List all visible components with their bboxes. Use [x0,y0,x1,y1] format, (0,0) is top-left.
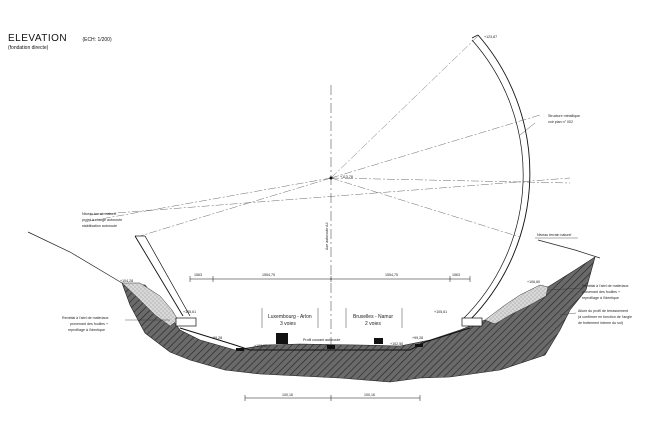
remblai-right-3: reprofilage à l'identique [582,296,619,300]
construction-lines [83,35,571,238]
span-right: 1554,75 [385,273,398,277]
direction-left-line2: 3 voies [280,321,296,327]
arch-inner [144,39,524,321]
level-left-label-2: projet à charge autoroute [82,218,122,222]
drawing-title: ELEVATION (ECH: 1/200) [8,33,112,44]
level-right-label: Niveau terrain naturel [537,233,572,237]
level-left-label-3: stabilisation autoroute [82,224,117,228]
barrier-right [415,344,423,347]
allure-1: Allure du profil de terrassement [578,309,628,313]
level-right: +106,60 [527,280,540,284]
drawing-subtitle: (fondation directe) [8,45,49,51]
level-mid-right: +102,50 [390,342,403,346]
remblai-left-3: reprofilage à l'identique [68,328,105,332]
central-reserve [327,345,335,349]
remblai-left-1: Remblai à l'abri de matériaux [62,316,109,320]
level-left-base: +105,61 [183,310,196,314]
axis-label: Axe autoroute A4 [325,222,329,250]
structure-label-1: Structure métallique [548,114,580,118]
footing-left [175,317,197,327]
barrier-left [236,348,244,351]
scale-text: (ECH: 1/200) [82,37,112,43]
terrain-left [27,231,123,284]
direction-right-line1: Bruxelles - Namur [353,314,393,320]
truck-icon [276,333,288,344]
dim-segment-left: 1563 [194,273,202,277]
title-text: ELEVATION [8,33,68,44]
arch-outer [134,34,531,321]
car-icon [374,338,383,344]
dim-segment-right: 1563 [452,273,460,277]
level-road-left: +99,28 [211,336,222,340]
footing-right [461,317,483,327]
level-mid-left: +102,50 [254,344,267,348]
level-road-right: +99,28 [412,336,423,340]
remblai-left-2: provenant des fouilles + [70,322,108,326]
base-left: 100,16 [282,393,293,397]
allure-3: de frottement interne du sol) [578,321,623,325]
direction-right-line2: 2 voies [365,321,381,327]
level-left: +104,28 [120,279,133,283]
direction-left-line1: Luxembourg - Arlon [268,314,312,320]
allure-2: (à confirmer en fonction de l'angle [578,315,632,319]
level-left-label-1: Niveau terrain naturel [82,212,117,216]
base-right: 100,16 [364,393,375,397]
terrain-right [537,239,601,259]
level-right-base: +105,61 [434,310,447,314]
remblai-right-1: Remblai à l'abri de matériaux [582,284,629,288]
embankment-right [484,284,549,325]
level-top: +123,87 [484,35,497,39]
structure-label-2: voir plan n° 002 [548,120,573,124]
center-point [329,176,333,180]
roadway-deck [179,327,471,351]
remblai-right-2: provenant des fouilles + [582,290,620,294]
central-label: Profil courant autoroute [303,338,340,342]
span-left: 1554,75 [262,273,275,277]
level-center: +113,78 [340,175,353,179]
